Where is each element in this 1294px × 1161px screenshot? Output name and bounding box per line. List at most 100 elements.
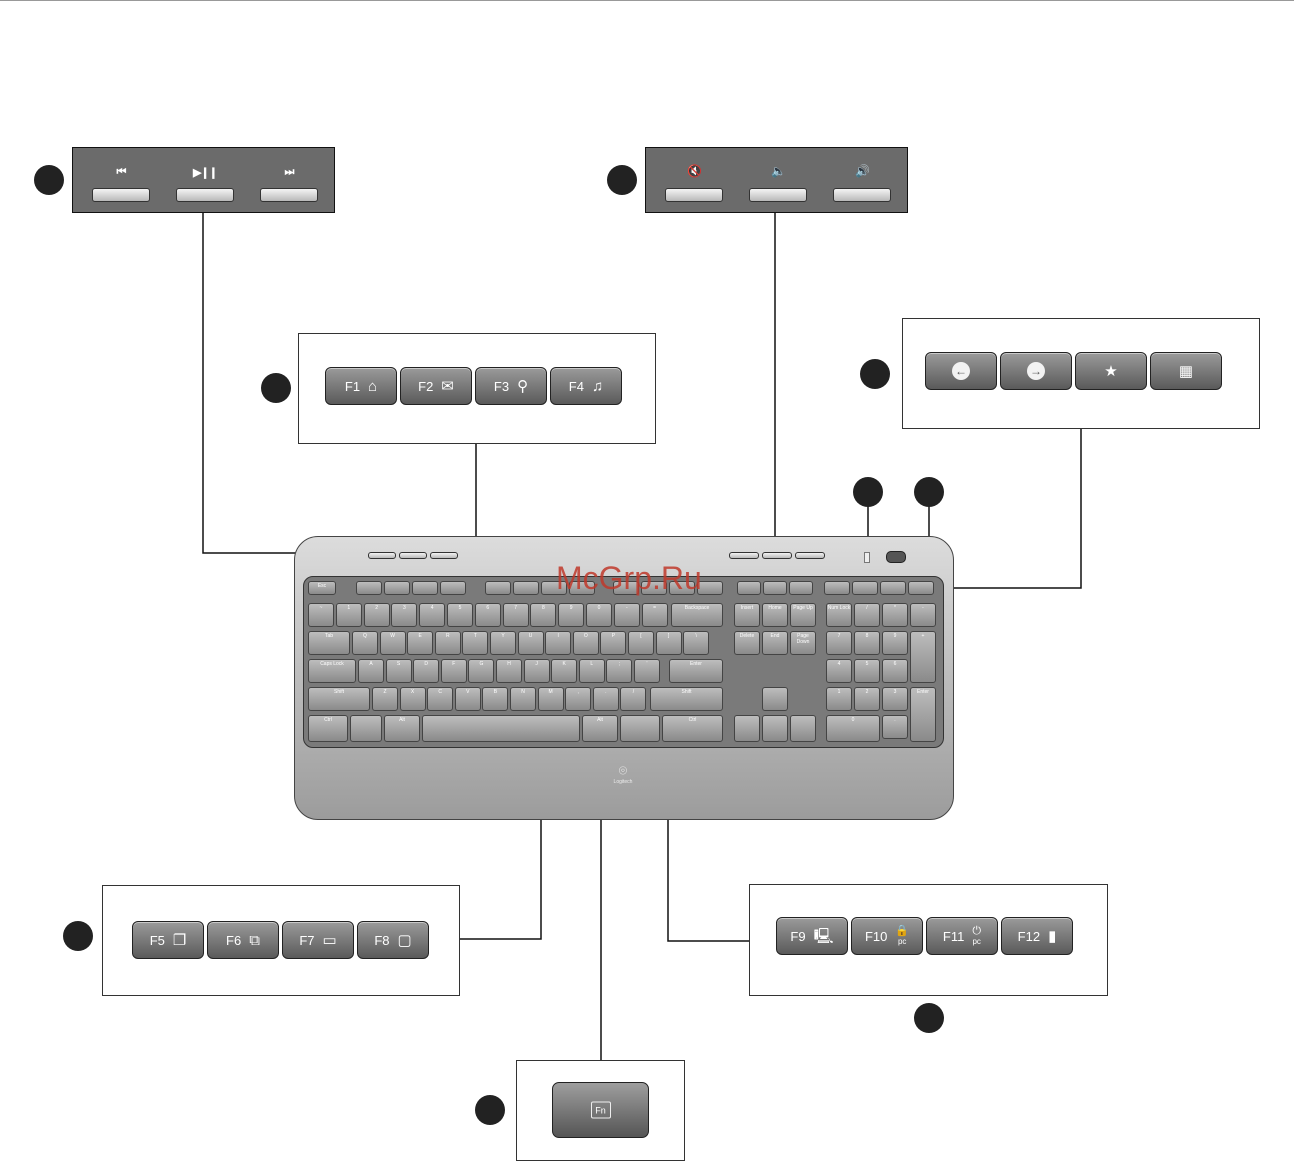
kb-numpad-key-7[interactable]: 4: [826, 659, 852, 683]
f9-key[interactable]: F9🖳: [776, 917, 848, 955]
kb-key-a-1[interactable]: S: [385, 659, 412, 683]
kb-f11-key[interactable]: [669, 581, 695, 595]
kb-key-z-0[interactable]: Z: [372, 687, 398, 711]
kb-alt-right-key[interactable]: Alt: [582, 715, 618, 742]
volume-down-button[interactable]: [749, 188, 807, 202]
forward-key[interactable]: →: [1000, 352, 1072, 390]
kb-key-z-1[interactable]: X: [399, 687, 426, 711]
kb-ctrl-right-key[interactable]: Ctrl: [662, 715, 723, 742]
kb-nav-key-1[interactable]: [824, 581, 850, 595]
kb-key-num-4[interactable]: 4: [419, 603, 446, 627]
kb-numpad-key-8[interactable]: 5: [854, 659, 880, 683]
kb-key-q-11[interactable]: ]: [655, 631, 682, 655]
kb-numpad-key-15[interactable]: .: [882, 715, 908, 739]
previous-track-button[interactable]: [92, 188, 150, 202]
kb-arrow-right-key[interactable]: [790, 715, 816, 742]
kb-numpad-key-0[interactable]: /: [854, 603, 880, 627]
kb-key-z-2[interactable]: C: [427, 687, 454, 711]
kb-key-a-2[interactable]: D: [413, 659, 440, 683]
mute-button[interactable]: [665, 188, 723, 202]
kb-numpad-key-10[interactable]: 1: [826, 687, 852, 711]
kb-key-q-0[interactable]: Q: [352, 631, 378, 655]
kb-f7-key[interactable]: [541, 581, 567, 595]
kb-numpad-key-2[interactable]: -: [910, 603, 936, 627]
kb-f3-key[interactable]: [412, 581, 438, 595]
fn-key[interactable]: Fn: [552, 1082, 649, 1138]
kb-key-num-6[interactable]: 6: [474, 603, 501, 627]
f12-key[interactable]: F12▮: [1001, 917, 1073, 955]
kb-key-a-4[interactable]: G: [468, 659, 495, 683]
kb-key-num-5[interactable]: 5: [447, 603, 473, 627]
kb-key-a-7[interactable]: K: [551, 659, 578, 683]
power-switch[interactable]: [886, 551, 906, 563]
kb-key-q-3[interactable]: R: [434, 631, 461, 655]
kb-key-q-2[interactable]: E: [407, 631, 434, 655]
kb-numlock-key[interactable]: Num Lock: [826, 603, 852, 627]
kb-nav-key-2[interactable]: [852, 581, 878, 595]
kb-key-num-11[interactable]: -: [613, 603, 640, 627]
kb-esc-key[interactable]: Esc: [308, 581, 336, 595]
f6-key[interactable]: F6⧉: [207, 921, 279, 959]
kb-key-q-8[interactable]: O: [572, 631, 599, 655]
kb-key-q-7[interactable]: I: [545, 631, 572, 655]
kb-fn-key[interactable]: [620, 715, 660, 742]
kb-next-key[interactable]: [430, 552, 458, 559]
kb-key-q-10[interactable]: [: [628, 631, 654, 655]
kb-backspace-key[interactable]: Backspace: [671, 603, 723, 627]
kb-f10-key[interactable]: [641, 581, 667, 595]
kb-key-a-10[interactable]: ': [634, 659, 660, 683]
kb-key-z-5[interactable]: N: [510, 687, 536, 711]
f1-key[interactable]: F1⌂: [325, 367, 397, 405]
kb-f5-key[interactable]: [485, 581, 511, 595]
kb-f12-key[interactable]: [697, 581, 723, 595]
kb-f4-key[interactable]: [440, 581, 466, 595]
kb-key-a-6[interactable]: J: [523, 659, 550, 683]
kb-key-a-5[interactable]: H: [496, 659, 522, 683]
kb-mute-key[interactable]: [729, 552, 759, 559]
kb-shift-right-key[interactable]: Shift: [650, 687, 723, 711]
kb-numpad-key-1[interactable]: *: [882, 603, 908, 627]
f8-key[interactable]: F8▢: [357, 921, 429, 959]
f5-key[interactable]: F5❐: [132, 921, 204, 959]
kb-key-a-8[interactable]: L: [578, 659, 605, 683]
kb-windows-key[interactable]: [350, 715, 382, 742]
kb-key-a-9[interactable]: ;: [606, 659, 633, 683]
kb-f6-key[interactable]: [513, 581, 539, 595]
kb-key-num-10[interactable]: 0: [586, 603, 612, 627]
kb-vol-down-key[interactable]: [762, 552, 792, 559]
kb-key-num-9[interactable]: 9: [558, 603, 585, 627]
kb-key-q-6[interactable]: U: [517, 631, 544, 655]
f7-key[interactable]: F7▭: [282, 921, 354, 959]
f11-key[interactable]: F11⏻pc: [926, 917, 998, 955]
back-key[interactable]: ←: [925, 352, 997, 390]
kb-tab-key[interactable]: Tab: [308, 631, 350, 655]
kb-ctrl-left-key[interactable]: Ctrl: [308, 715, 348, 742]
kb-sys-key-1[interactable]: [737, 581, 761, 595]
kb-key-q-12[interactable]: \: [683, 631, 710, 655]
kb-key-q-9[interactable]: P: [600, 631, 627, 655]
kb-key-z-3[interactable]: V: [454, 687, 481, 711]
kb-f8-key[interactable]: [569, 581, 595, 595]
kb-key-num-0[interactable]: ~: [308, 603, 334, 627]
kb-numpad-key-4[interactable]: 8: [854, 631, 880, 655]
kb-f1-key[interactable]: [356, 581, 382, 595]
f3-key[interactable]: F3⚲: [475, 367, 547, 405]
kb-nav-key-3[interactable]: [880, 581, 906, 595]
kb-nav-key-4[interactable]: [908, 581, 934, 595]
kb-key-a-3[interactable]: F: [440, 659, 467, 683]
kb-f2-key[interactable]: [384, 581, 410, 595]
kb-arrow-down-key[interactable]: [762, 715, 788, 742]
kb-key-num-2[interactable]: 2: [363, 603, 390, 627]
kb-insert-key[interactable]: Insert: [734, 603, 760, 627]
kb-numpad-key-14[interactable]: 0: [826, 715, 880, 742]
kb-key-z-6[interactable]: M: [537, 687, 564, 711]
kb-sys-key-2[interactable]: [763, 581, 787, 595]
kb-pagedown-key[interactable]: Page Down: [790, 631, 816, 655]
play-pause-button[interactable]: [176, 188, 234, 202]
kb-enter-key[interactable]: Enter: [669, 659, 723, 683]
kb-key-q-5[interactable]: Y: [490, 631, 516, 655]
kb-alt-left-key[interactable]: Alt: [384, 715, 420, 742]
next-track-button[interactable]: [260, 188, 318, 202]
kb-arrow-left-key[interactable]: [734, 715, 760, 742]
kb-numpad-key-3[interactable]: 7: [826, 631, 852, 655]
